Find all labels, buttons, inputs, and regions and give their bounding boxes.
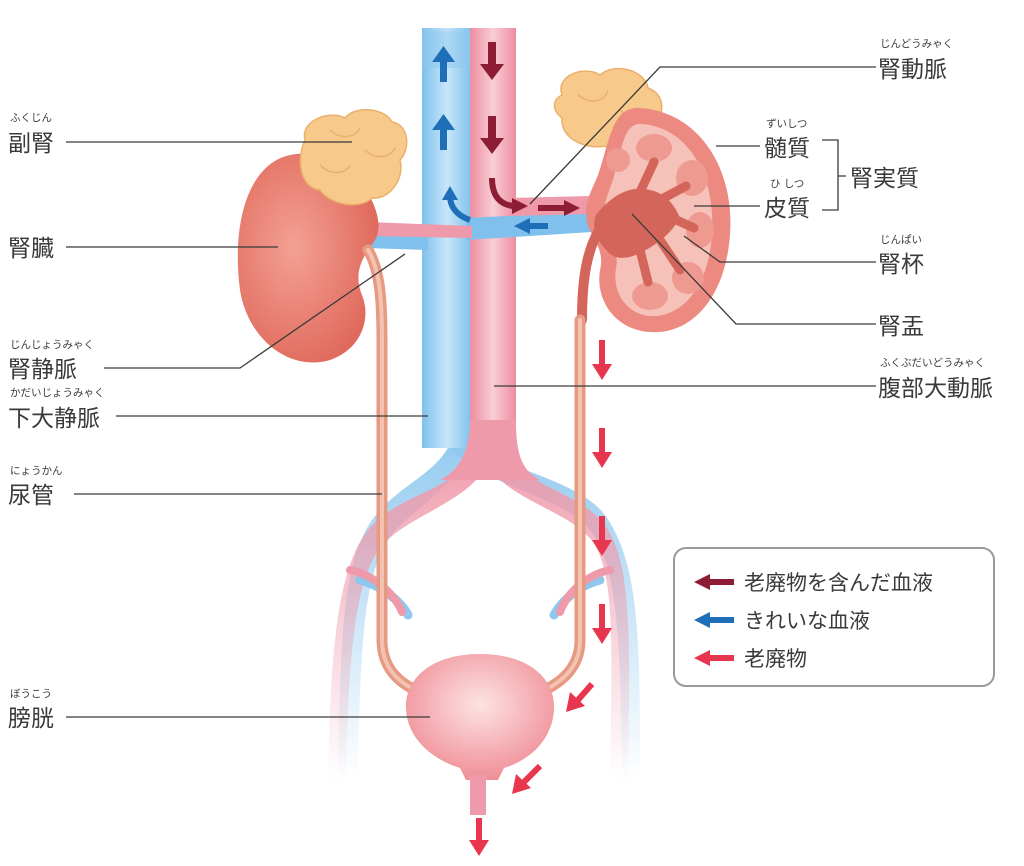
aorta-label: 腹部大動脈 xyxy=(878,376,993,402)
legend-label: 老廃物 xyxy=(744,647,807,671)
pelvis-label: 腎盂 xyxy=(878,314,924,340)
ureter-label: 尿管 xyxy=(8,483,54,509)
cortex-label: 皮質 xyxy=(764,196,810,222)
renal-artery-ruby: じんどうみゃく xyxy=(880,38,953,50)
aorta-ruby: ふくぶだいどうみゃく xyxy=(880,357,985,369)
right-labels: じんどうみゃく 腎動脈 ずいしつ 髄質 ひ しつ 皮質 腎実質 じんぱい 腎杯 … xyxy=(764,38,993,402)
legend-label: きれいな血液 xyxy=(744,609,870,633)
renal-vein-ruby: じんじょうみゃく xyxy=(10,339,94,351)
adrenal-ruby: ふくじん xyxy=(10,112,52,124)
legend-label: 老廃物を含んだ血液 xyxy=(744,571,933,595)
ureter-ruby: にょうかん xyxy=(10,465,63,477)
ivc-ruby: かだいじょうみゃく xyxy=(10,387,105,399)
kidney-label: 腎臓 xyxy=(8,236,54,262)
bladder xyxy=(406,654,554,815)
ivc-label: 下大静脈 xyxy=(8,406,100,432)
cortex-ruby: ひ しつ xyxy=(770,178,804,190)
adrenal-label: 副腎 xyxy=(8,131,54,157)
calyx-ruby: じんぱい xyxy=(880,234,922,246)
medulla-ruby: ずいしつ xyxy=(766,118,807,130)
calyx-label: 腎杯 xyxy=(878,252,924,278)
bladder-ruby: ぼうこう xyxy=(10,688,52,700)
legend: 老廃物を含んだ血液 きれいな血液 老廃物 xyxy=(674,548,994,686)
bladder-label: 膀胱 xyxy=(8,706,54,732)
medulla-label: 髄質 xyxy=(764,136,810,162)
left-labels: ふくじん 副腎 腎臓 じんじょうみゃく 腎静脈 かだいじょうみゃく 下大静脈 に… xyxy=(8,112,105,732)
inferior-vena-cava xyxy=(422,28,472,448)
renal-artery-label: 腎動脈 xyxy=(878,57,947,83)
parenchyma-label: 腎実質 xyxy=(850,166,919,192)
renal-vein-label: 腎静脈 xyxy=(8,357,77,383)
